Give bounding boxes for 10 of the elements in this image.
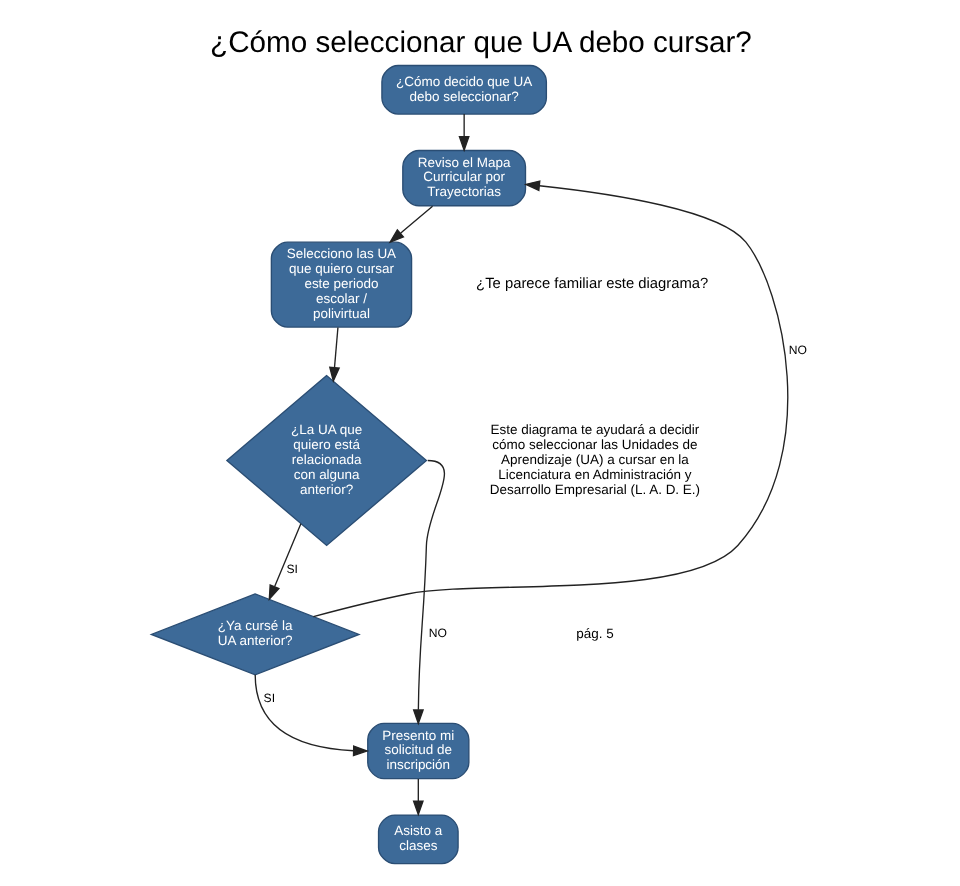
diagram-title: ¿Cómo seleccionar que UA debo cursar? bbox=[209, 27, 751, 60]
arrow bbox=[253, 674, 369, 757]
arrow bbox=[311, 180, 788, 618]
arrow bbox=[327, 326, 340, 384]
label: ¿Te parece familiar este diagrama? bbox=[475, 274, 708, 293]
arrow bbox=[387, 205, 433, 244]
arrow bbox=[411, 778, 423, 817]
arrow bbox=[457, 113, 469, 153]
arrow bbox=[267, 523, 301, 602]
arrow bbox=[411, 459, 445, 726]
